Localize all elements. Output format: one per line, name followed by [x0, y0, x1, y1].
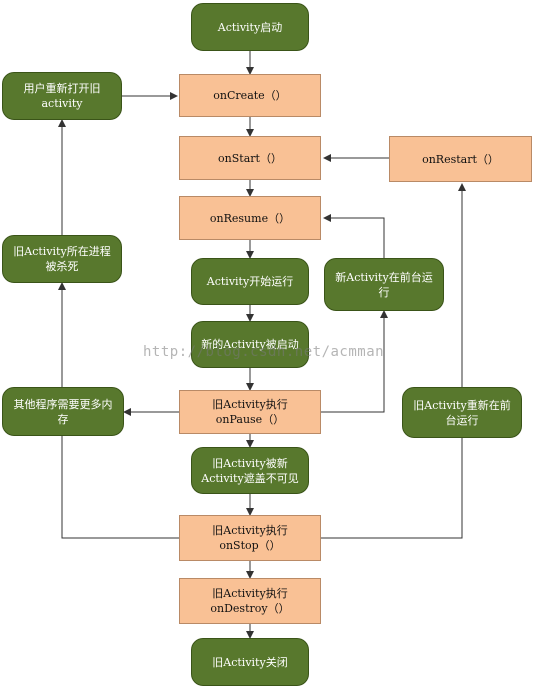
covered-label: 旧Activity被新 Activity遮盖不可见	[201, 456, 299, 485]
on-start-label: onStart（）	[218, 151, 282, 165]
old-process-killed-label: 旧Activity所在进程 被杀死	[13, 245, 111, 273]
activity-closed-label: 旧Activity关闭	[212, 655, 288, 669]
activity-running-node: Activity开始运行	[191, 258, 309, 305]
more-memory-node: 其他程序需要更多内 存	[2, 387, 124, 436]
old-activity-foreground-again-node: 旧Activity重新在前 台运行	[402, 387, 522, 438]
new-activity-started-label: 新的Activity被启动	[201, 338, 299, 351]
old-process-killed-node: 旧Activity所在进程 被杀死	[2, 235, 122, 283]
new-activity-started-node: 新的Activity被启动	[191, 321, 309, 368]
edge-newforeground-to-resume	[323, 214, 385, 258]
on-destroy-node: 旧Activity执行 onDestroy（）	[179, 578, 321, 624]
on-stop-node: 旧Activity执行 onStop（）	[179, 515, 321, 561]
on-restart-node: onRestart（）	[389, 136, 532, 182]
on-create-node: onCreate（）	[179, 74, 321, 117]
old-activity-foreground-again-label: 旧Activity重新在前 台运行	[413, 398, 511, 427]
new-activity-foreground-label: 新Activity在前台运 行	[335, 270, 433, 299]
activity-running-label: Activity开始运行	[206, 275, 294, 288]
activity-start-label: Activity启动	[217, 20, 283, 34]
on-start-node: onStart（）	[179, 136, 321, 180]
on-stop-label: 旧Activity执行 onStop（）	[212, 524, 288, 552]
edge-stop-to-oldforeground	[321, 438, 463, 539]
activity-start-node: Activity启动	[191, 3, 309, 51]
activity-closed-node: 旧Activity关闭	[191, 638, 309, 686]
on-pause-label: 旧Activity执行 onPause（）	[212, 398, 288, 426]
on-restart-label: onRestart（）	[422, 152, 499, 166]
more-memory-label: 其他程序需要更多内 存	[13, 397, 113, 426]
on-destroy-label: 旧Activity执行 onDestroy（）	[210, 587, 290, 615]
new-activity-foreground-node: 新Activity在前台运 行	[324, 258, 444, 311]
edge-stop-to-memory	[61, 436, 179, 539]
watermark-text: http://blog.csdn.net/acmman	[143, 344, 385, 360]
user-reopen-node: 用户重新打开旧 activity	[2, 72, 122, 120]
covered-node: 旧Activity被新 Activity遮盖不可见	[191, 447, 309, 494]
on-create-label: onCreate（）	[213, 89, 287, 102]
on-resume-label: onResume（）	[209, 211, 291, 225]
user-reopen-label: 用户重新打开旧 activity	[23, 82, 101, 110]
on-resume-node: onResume（）	[179, 196, 321, 240]
on-pause-node: 旧Activity执行 onPause（）	[179, 390, 321, 434]
edge-pause-to-newforeground	[321, 310, 388, 413]
